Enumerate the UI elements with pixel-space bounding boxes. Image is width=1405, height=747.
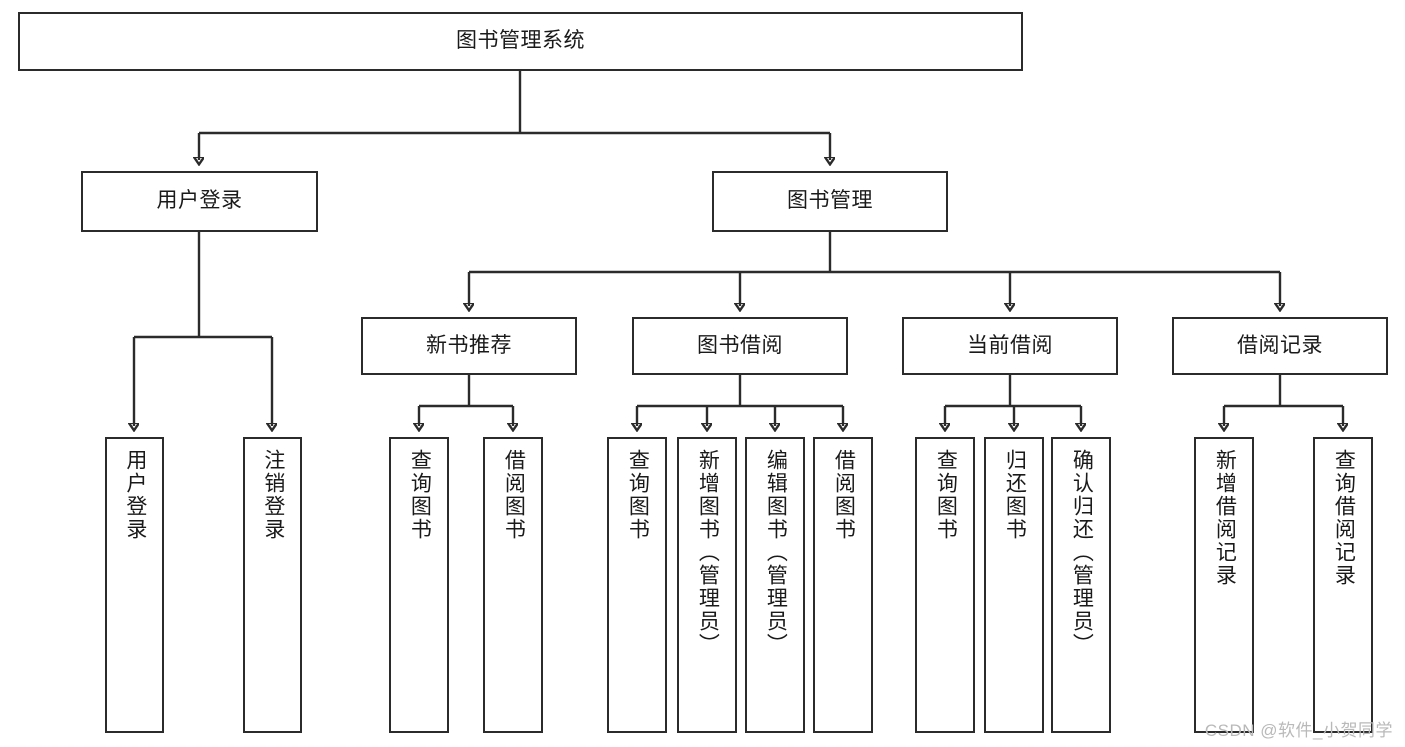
node-current-borrow-label: 当前借阅	[967, 333, 1053, 357]
node-user-login[interactable]: 用户登录	[81, 171, 318, 232]
leaf-label: 归还图书	[1003, 449, 1027, 541]
leaf-borrow-record-add[interactable]: 新增借阅记录	[1194, 437, 1254, 733]
node-current-borrow[interactable]: 当前借阅	[902, 317, 1118, 375]
leaf-new-book-borrow[interactable]: 借阅图书	[483, 437, 543, 733]
node-book-borrow[interactable]: 图书借阅	[632, 317, 848, 375]
leaf-label: 新增借阅记录	[1213, 449, 1237, 587]
leaf-label: 借阅图书	[832, 449, 856, 541]
leaf-label: 确认归还（管理员）	[1070, 449, 1094, 656]
node-new-book-recommend-label: 新书推荐	[426, 333, 512, 357]
leaf-book-borrow-query[interactable]: 查询图书	[607, 437, 667, 733]
leaf-current-borrow-query[interactable]: 查询图书	[915, 437, 975, 733]
leaf-label: 注销登录	[261, 449, 285, 541]
node-book-management-label: 图书管理	[787, 189, 873, 213]
leaf-borrow-record-query[interactable]: 查询借阅记录	[1313, 437, 1373, 733]
leaf-user-login-signout[interactable]: 注销登录	[243, 437, 302, 733]
node-new-book-recommend[interactable]: 新书推荐	[361, 317, 577, 375]
node-root[interactable]: 图书管理系统	[18, 12, 1023, 71]
node-book-borrow-label: 图书借阅	[697, 333, 783, 357]
node-borrow-record[interactable]: 借阅记录	[1172, 317, 1388, 375]
leaf-new-book-query[interactable]: 查询图书	[389, 437, 449, 733]
leaf-label: 查询图书	[934, 449, 958, 541]
leaf-label: 查询借阅记录	[1332, 449, 1356, 587]
leaf-user-login-signin[interactable]: 用户登录	[105, 437, 164, 733]
leaf-label: 新增图书（管理员）	[696, 449, 720, 656]
leaf-book-borrow-lend[interactable]: 借阅图书	[813, 437, 873, 733]
node-book-management[interactable]: 图书管理	[712, 171, 948, 232]
leaf-label: 用户登录	[123, 449, 147, 541]
leaf-current-borrow-return[interactable]: 归还图书	[984, 437, 1044, 733]
leaf-label: 借阅图书	[502, 449, 526, 541]
leaf-book-borrow-edit[interactable]: 编辑图书（管理员）	[745, 437, 805, 733]
leaf-current-borrow-confirm[interactable]: 确认归还（管理员）	[1051, 437, 1111, 733]
node-root-label: 图书管理系统	[456, 29, 585, 53]
node-user-login-label: 用户登录	[156, 189, 243, 213]
leaf-book-borrow-add[interactable]: 新增图书（管理员）	[677, 437, 737, 733]
leaf-label: 查询图书	[626, 449, 650, 541]
leaf-label: 查询图书	[408, 449, 432, 541]
node-borrow-record-label: 借阅记录	[1237, 333, 1323, 357]
leaf-label: 编辑图书（管理员）	[764, 449, 788, 656]
